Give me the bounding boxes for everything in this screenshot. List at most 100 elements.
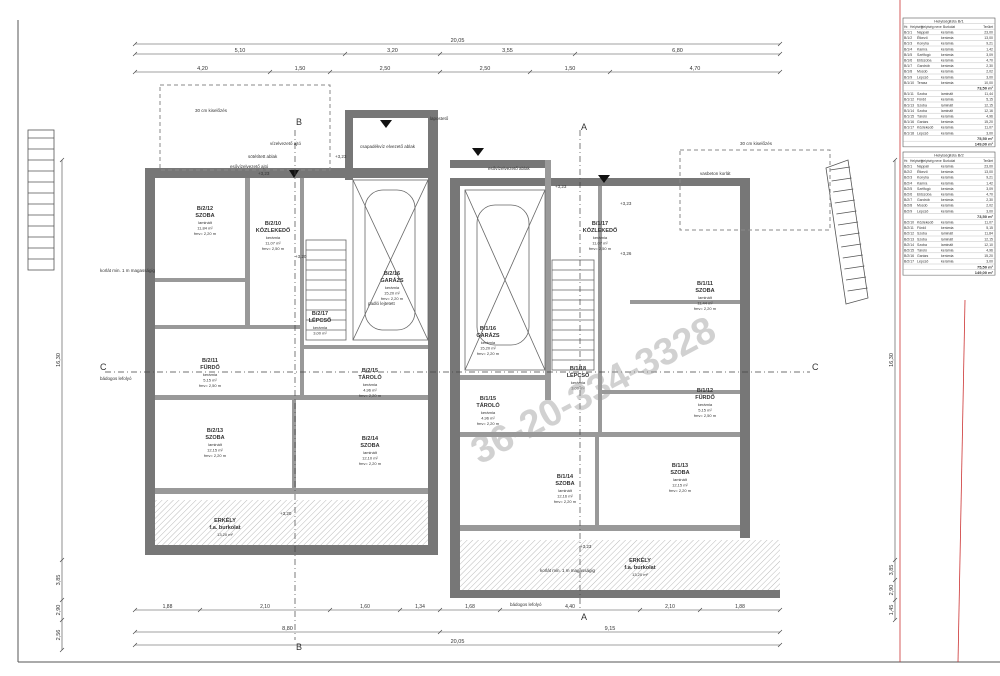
dim-top-row2-label: 2,50	[480, 66, 491, 72]
dim-top-row2-label: 2,50	[380, 66, 391, 72]
dim-bottom-row1-tick	[132, 607, 138, 613]
room-code: B/1/17	[592, 221, 608, 227]
entry-arrow-b1-1	[472, 148, 484, 156]
top-right-terrace-outline	[679, 149, 831, 231]
dim-left-label: 2,56	[56, 630, 62, 641]
stair-step	[841, 243, 862, 248]
dim-left-label: 16,30	[56, 353, 62, 367]
room-height: fmv= 2,50 m	[262, 246, 285, 251]
room-code: B/1/13	[672, 463, 688, 469]
section-label-b-bottom: B	[296, 642, 302, 652]
room-height: fmv= 2,20 m	[204, 453, 227, 458]
dim-bottom-row1-label: 1,88	[163, 604, 173, 610]
room-name: f.a. burkolat	[624, 565, 655, 571]
note-kiselozes-b1: 30 cm kiselőzés	[740, 141, 773, 146]
dim-top-row2-tick	[607, 69, 613, 75]
room-name: SZOBA	[670, 470, 689, 476]
dim-left-tick	[59, 597, 65, 603]
dim-top-row1-tick	[437, 51, 443, 57]
level-7: +3,23	[580, 544, 592, 549]
room-height: fmv= 2,20 m	[194, 231, 217, 236]
dim-top-row1-label: 5,10	[235, 48, 246, 54]
stair-step	[833, 188, 854, 193]
room-floor: kerámia	[593, 235, 608, 240]
dim-top-row2-tick	[527, 69, 533, 75]
room-name: SZOBA	[555, 481, 574, 487]
dim-right-label: 2,90	[889, 585, 895, 596]
room-code: B/1/16	[480, 326, 496, 332]
stair-step	[834, 199, 855, 204]
room-name: LÉPCSŐ	[309, 316, 332, 324]
room-height: fmv= 2,20 m	[477, 421, 500, 426]
stair-step	[839, 232, 860, 237]
note-padlo-lejtetett: padló lejtetett	[368, 301, 396, 306]
room-floor: laminált	[558, 488, 573, 493]
room-floor: kerámia	[266, 235, 281, 240]
note-badogos-left: bádogos lefolyó	[100, 376, 132, 381]
dim-right-label: 1,45	[889, 605, 895, 616]
dim-bottom-row2-tick	[132, 629, 138, 635]
dim-left-tick	[59, 157, 65, 163]
dim-left-tick	[59, 647, 65, 653]
note-vasbeton-korlat: vasbeton korlát	[700, 171, 731, 176]
room-code: B/2/10	[265, 221, 281, 227]
dim-bottom-total-tick	[132, 642, 138, 648]
room-name: SZOBA	[205, 435, 224, 441]
room-height: fmv= 2,20 m	[359, 461, 382, 466]
dim-bottom-row1-tick	[637, 607, 643, 613]
dim-right-label: 3,85	[889, 565, 895, 576]
dim-bottom-row1-tick	[497, 607, 503, 613]
stair-step	[847, 287, 868, 292]
room-area: 12,15 m²	[207, 448, 223, 453]
note-korlat-b1: korlát min. 1 m magasságig	[540, 568, 596, 573]
level-3: +3,20	[295, 254, 307, 259]
note-lapostet: lapostető	[430, 116, 449, 121]
room-area: 15,20 m²	[480, 346, 496, 351]
room-name: KÖZLEKEDŐ	[256, 227, 291, 234]
dim-bottom-row2-tick	[437, 629, 443, 635]
room-area: 11,07 m²	[265, 241, 281, 246]
dim-bottom-row1-tick	[197, 607, 203, 613]
dim-bottom-row1-tick	[777, 607, 783, 613]
room-code: B/2/14	[362, 436, 379, 442]
stair-step	[829, 166, 851, 171]
room-code: B/2/11	[202, 358, 218, 364]
dim-left-tick	[59, 617, 65, 623]
dim-bottom-row2-tick	[777, 629, 783, 635]
dim-top-row1-tick	[342, 51, 348, 57]
dim-top-row2-tick	[267, 69, 273, 75]
room-area: 13,20 m²	[217, 532, 233, 537]
dim-top-row1-label: 3,55	[502, 48, 513, 54]
dim-top-row2-label: 1,50	[295, 66, 306, 72]
room-height: fmv= 2,50 m	[694, 413, 717, 418]
section-label-a-bottom: A	[581, 612, 587, 622]
room-code: B/2/15	[362, 368, 378, 374]
dim-bottom-row1-label: 1,60	[360, 604, 370, 610]
room-area: 13,20 m²	[632, 572, 648, 577]
dim-top-row2-tick	[437, 69, 443, 75]
room-name: TÁROLÓ	[358, 373, 382, 381]
room-floor: laminált	[363, 450, 378, 455]
room-height: fmv= 2,20 m	[477, 351, 500, 356]
room-name: SZOBA	[695, 288, 714, 294]
dim-bottom-row1-label: 1,88	[735, 604, 745, 610]
dim-left-label: 3,85	[56, 575, 62, 586]
dim-left-tick	[59, 557, 65, 563]
garage-car-b2	[352, 179, 429, 341]
room-height: fmv= 2,50 m	[589, 246, 612, 251]
stair-step	[844, 265, 865, 270]
level-1: +3,23	[258, 171, 270, 176]
room-code: ERKÉLY	[629, 556, 651, 564]
room-code: B/1/15	[480, 396, 496, 402]
